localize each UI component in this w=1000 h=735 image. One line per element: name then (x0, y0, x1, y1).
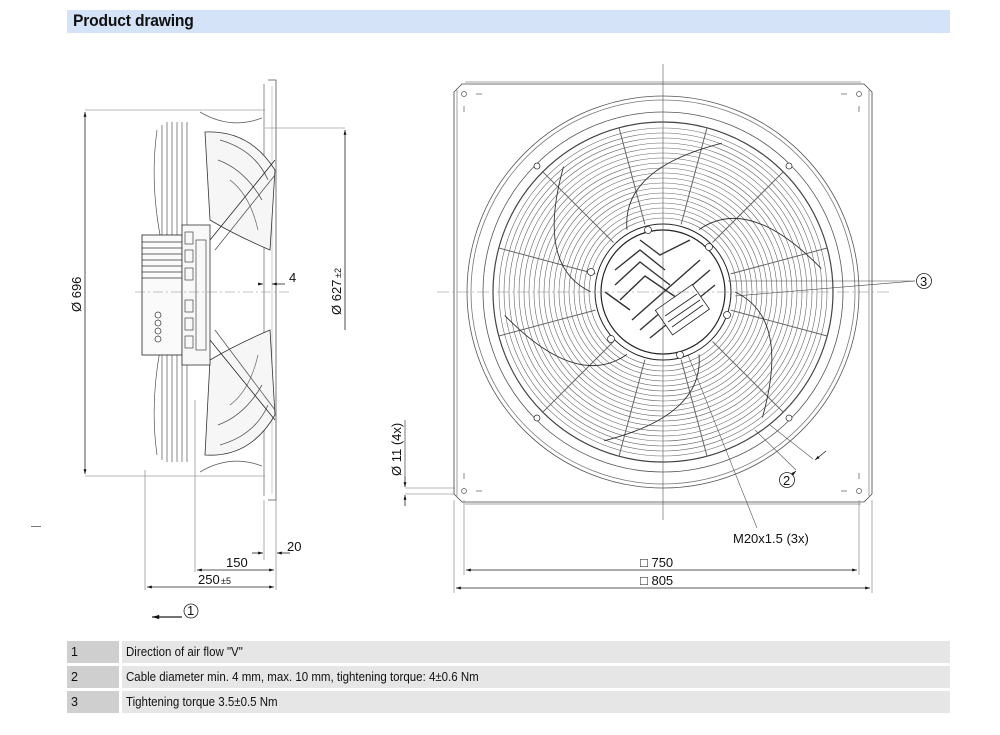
grille-spoke (712, 171, 784, 243)
mounting-holes (461, 91, 862, 494)
callout-1: 1 (187, 603, 194, 618)
grille-spoke (680, 127, 708, 225)
grille-spoke (712, 341, 784, 413)
grille-spoke (542, 171, 614, 243)
grille-spoke (730, 309, 828, 337)
grille-spoke (680, 359, 708, 457)
legend-row: 3 Tightening torque 3.5±0.5 Nm (67, 691, 950, 713)
callout-1-circle (183, 603, 199, 619)
callout-2: 2 (783, 473, 790, 488)
grille-spoke (498, 309, 596, 337)
legend-number: 2 (67, 666, 119, 688)
side-view (83, 79, 347, 620)
dim-250-tolerance: ±5 (221, 576, 231, 586)
dim-hole-diameter: Ø 11 (4x) (389, 423, 404, 476)
dim-inner-diameter: Ø 627 (329, 280, 344, 315)
dim-inner-square: □ 750 (640, 555, 673, 570)
legend-description: Direction of air flow "V" (122, 641, 950, 663)
dim-gap: 4 (289, 270, 296, 285)
legend-table: 1 Direction of air flow "V" 2 Cable diam… (67, 641, 950, 716)
dim-outer-square: □ 805 (640, 573, 673, 588)
fan-blade (553, 166, 592, 293)
grille-spoke (498, 247, 596, 275)
fan-blade (626, 142, 722, 230)
grille-spoke (618, 359, 646, 457)
legend-description: Tightening torque 3.5±0.5 Nm (122, 691, 950, 713)
grille-spoke (730, 247, 828, 275)
ring-screws (533, 162, 793, 422)
legend-row: 2 Cable diameter min. 4 mm, max. 10 mm, … (67, 666, 950, 688)
thread-label: M20x1.5 (3x) (733, 531, 809, 546)
dim-20: 20 (287, 539, 301, 554)
grille-spoke (542, 341, 614, 413)
fan-blade (504, 315, 628, 367)
section-title: Product drawing (73, 11, 194, 30)
legend-row: 1 Direction of air flow "V" (67, 641, 950, 663)
callout-2-circle (779, 472, 795, 488)
fan-blade (734, 291, 773, 418)
callout-3: 3 (920, 274, 927, 289)
fan-blade (698, 217, 822, 269)
dim-inner-tolerance: ±2 (333, 268, 343, 278)
dim-250: 250 (198, 572, 220, 587)
product-drawing: Ø 696 Ø 627 ±2 4 150 20 250 ±5 1 (69, 64, 932, 620)
legend-number: 1 (67, 641, 119, 663)
legend-number: 3 (67, 691, 119, 713)
fan-blade (604, 354, 700, 442)
dim-150: 150 (226, 555, 248, 570)
legend-description: Cable diameter min. 4 mm, max. 10 mm, ti… (122, 666, 950, 688)
grille-spoke (618, 127, 646, 225)
margin-mark (31, 526, 41, 527)
hub-screws (587, 226, 731, 359)
dim-outer-diameter: Ø 696 (69, 277, 84, 312)
callout-3-circle (916, 273, 932, 289)
section-header: Product drawing (67, 10, 950, 33)
front-view (403, 64, 932, 593)
